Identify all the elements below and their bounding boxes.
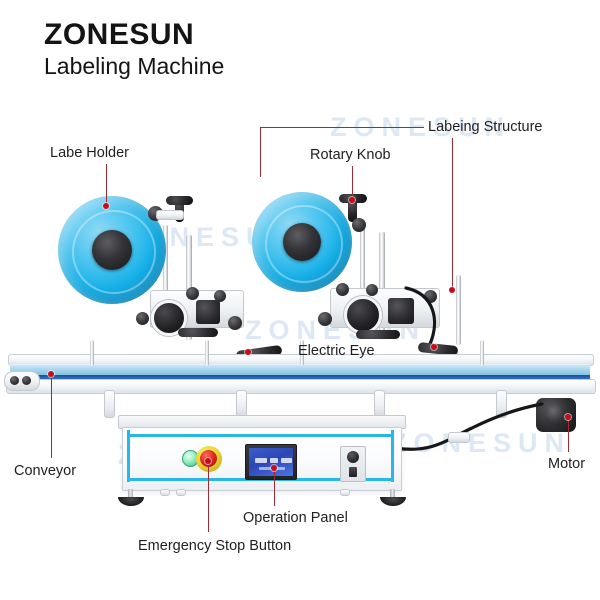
callout-conveyor: Conveyor: [14, 463, 77, 479]
guide-rail-post-d: [480, 340, 484, 366]
foot-stem-left: [128, 489, 133, 497]
speed-control-module[interactable]: [340, 446, 366, 482]
label-roll-right-hub: [283, 223, 321, 261]
cabinet-trim-right: [391, 430, 394, 482]
support-post-right-a: [360, 222, 365, 334]
label-roll-left-ring: [72, 210, 156, 294]
dot-labeling-structure: [449, 287, 455, 293]
callout-label-holder: Labe Holder: [50, 145, 129, 161]
dot-conveyor: [48, 371, 54, 377]
foot-stem-right: [390, 489, 395, 497]
callout-labeling-structure: Labeing Structure: [428, 119, 543, 135]
hmi-screen-element-c: [281, 458, 292, 463]
cabinet-trim-top: [128, 434, 394, 437]
roller-right-b: [366, 284, 378, 296]
drive-wheel-right: [344, 296, 382, 334]
guide-rail-post-b: [205, 340, 209, 366]
hmi-screen-element-a: [255, 458, 267, 463]
callout-operation-panel: Operation Panel: [243, 510, 348, 526]
roller-left-b: [214, 290, 226, 302]
sensor-cable: [404, 286, 437, 346]
conveyor-rail-front: [6, 379, 596, 394]
conveyor-guide-stripe: [10, 375, 590, 379]
dot-emergency-stop: [205, 458, 211, 464]
support-post-right-c: [456, 275, 461, 345]
leader-rotary-knob: [352, 166, 354, 200]
leveling-foot-right: [380, 497, 406, 506]
conveyor-end-roller-b: [22, 376, 31, 385]
roller-left-d: [228, 316, 242, 330]
guide-rail-post-c: [300, 340, 304, 366]
dot-rotary-knob: [349, 197, 355, 203]
rotary-knob-right-stem: [348, 198, 357, 222]
brand-title: ZONESUN: [44, 18, 195, 51]
leader-label-holder: [106, 164, 108, 206]
label-motor-left: [196, 300, 220, 324]
roller-left-c: [136, 312, 149, 325]
conveyor-bracket-a: [104, 390, 115, 418]
roller-left-a: [186, 287, 199, 300]
callout-emergency-stop: Emergency Stop Button: [138, 538, 292, 554]
dot-electric-eye-right: [431, 344, 437, 350]
callout-rotary-knob: Rotary Knob: [310, 147, 391, 163]
leveling-foot-left: [118, 497, 144, 506]
label-roll-right-ring: [265, 205, 343, 283]
roller-right-c: [318, 312, 332, 326]
rotary-knob-left-head: [166, 196, 193, 205]
watermark-bottom-right: ZONESUN: [390, 428, 572, 458]
bracket-left-top: [156, 210, 184, 220]
cabinet-hardware-b: [176, 489, 186, 496]
conveyor-bracket-c: [374, 390, 385, 418]
peel-plate-right: [356, 330, 400, 339]
leader-labeling-structure-horizontal: [260, 127, 424, 129]
speed-control-knob[interactable]: [347, 451, 359, 463]
guide-roller-right-top: [352, 218, 366, 232]
roller-right-a: [336, 283, 349, 296]
page-subtitle: Labeling Machine: [44, 53, 225, 79]
leader-emergency-stop: [208, 462, 210, 532]
leader-motor: [568, 418, 570, 452]
support-post-right-b: [379, 232, 385, 334]
conveyor-bracket-b: [236, 390, 247, 418]
power-switch[interactable]: [349, 467, 357, 477]
leader-operation-panel: [274, 468, 276, 506]
operation-panel-hmi[interactable]: [245, 444, 297, 480]
conveyor-end-roller-a: [10, 376, 19, 385]
dot-label-holder: [103, 203, 109, 209]
cabinet-hardware-a: [160, 489, 170, 496]
guide-rail-post-a: [90, 340, 94, 366]
support-post-left-a: [163, 225, 168, 337]
callout-electric-eye: Electric Eye: [298, 343, 375, 359]
hmi-screen: [249, 448, 293, 476]
dot-electric-eye-left: [245, 349, 251, 355]
cabinet-hardware-c: [340, 489, 350, 496]
peel-plate-left: [178, 328, 218, 337]
conveyor-bracket-d: [496, 390, 507, 418]
label-roll-left-hub: [92, 230, 132, 270]
dot-motor: [565, 414, 571, 420]
cabinet-trim-left: [127, 430, 130, 482]
power-cable: [394, 402, 544, 451]
leader-conveyor: [51, 374, 53, 458]
motor-end-cap: [545, 404, 567, 426]
callout-motor: Motor: [548, 456, 586, 472]
dot-operation-panel: [271, 465, 277, 471]
hmi-screen-element-b: [270, 458, 278, 463]
leader-labeling-structure-drop-left: [260, 127, 262, 177]
label-motor-right: [388, 298, 414, 324]
leader-labeling-structure-drop-right: [452, 138, 454, 290]
cable-connector: [448, 432, 470, 443]
